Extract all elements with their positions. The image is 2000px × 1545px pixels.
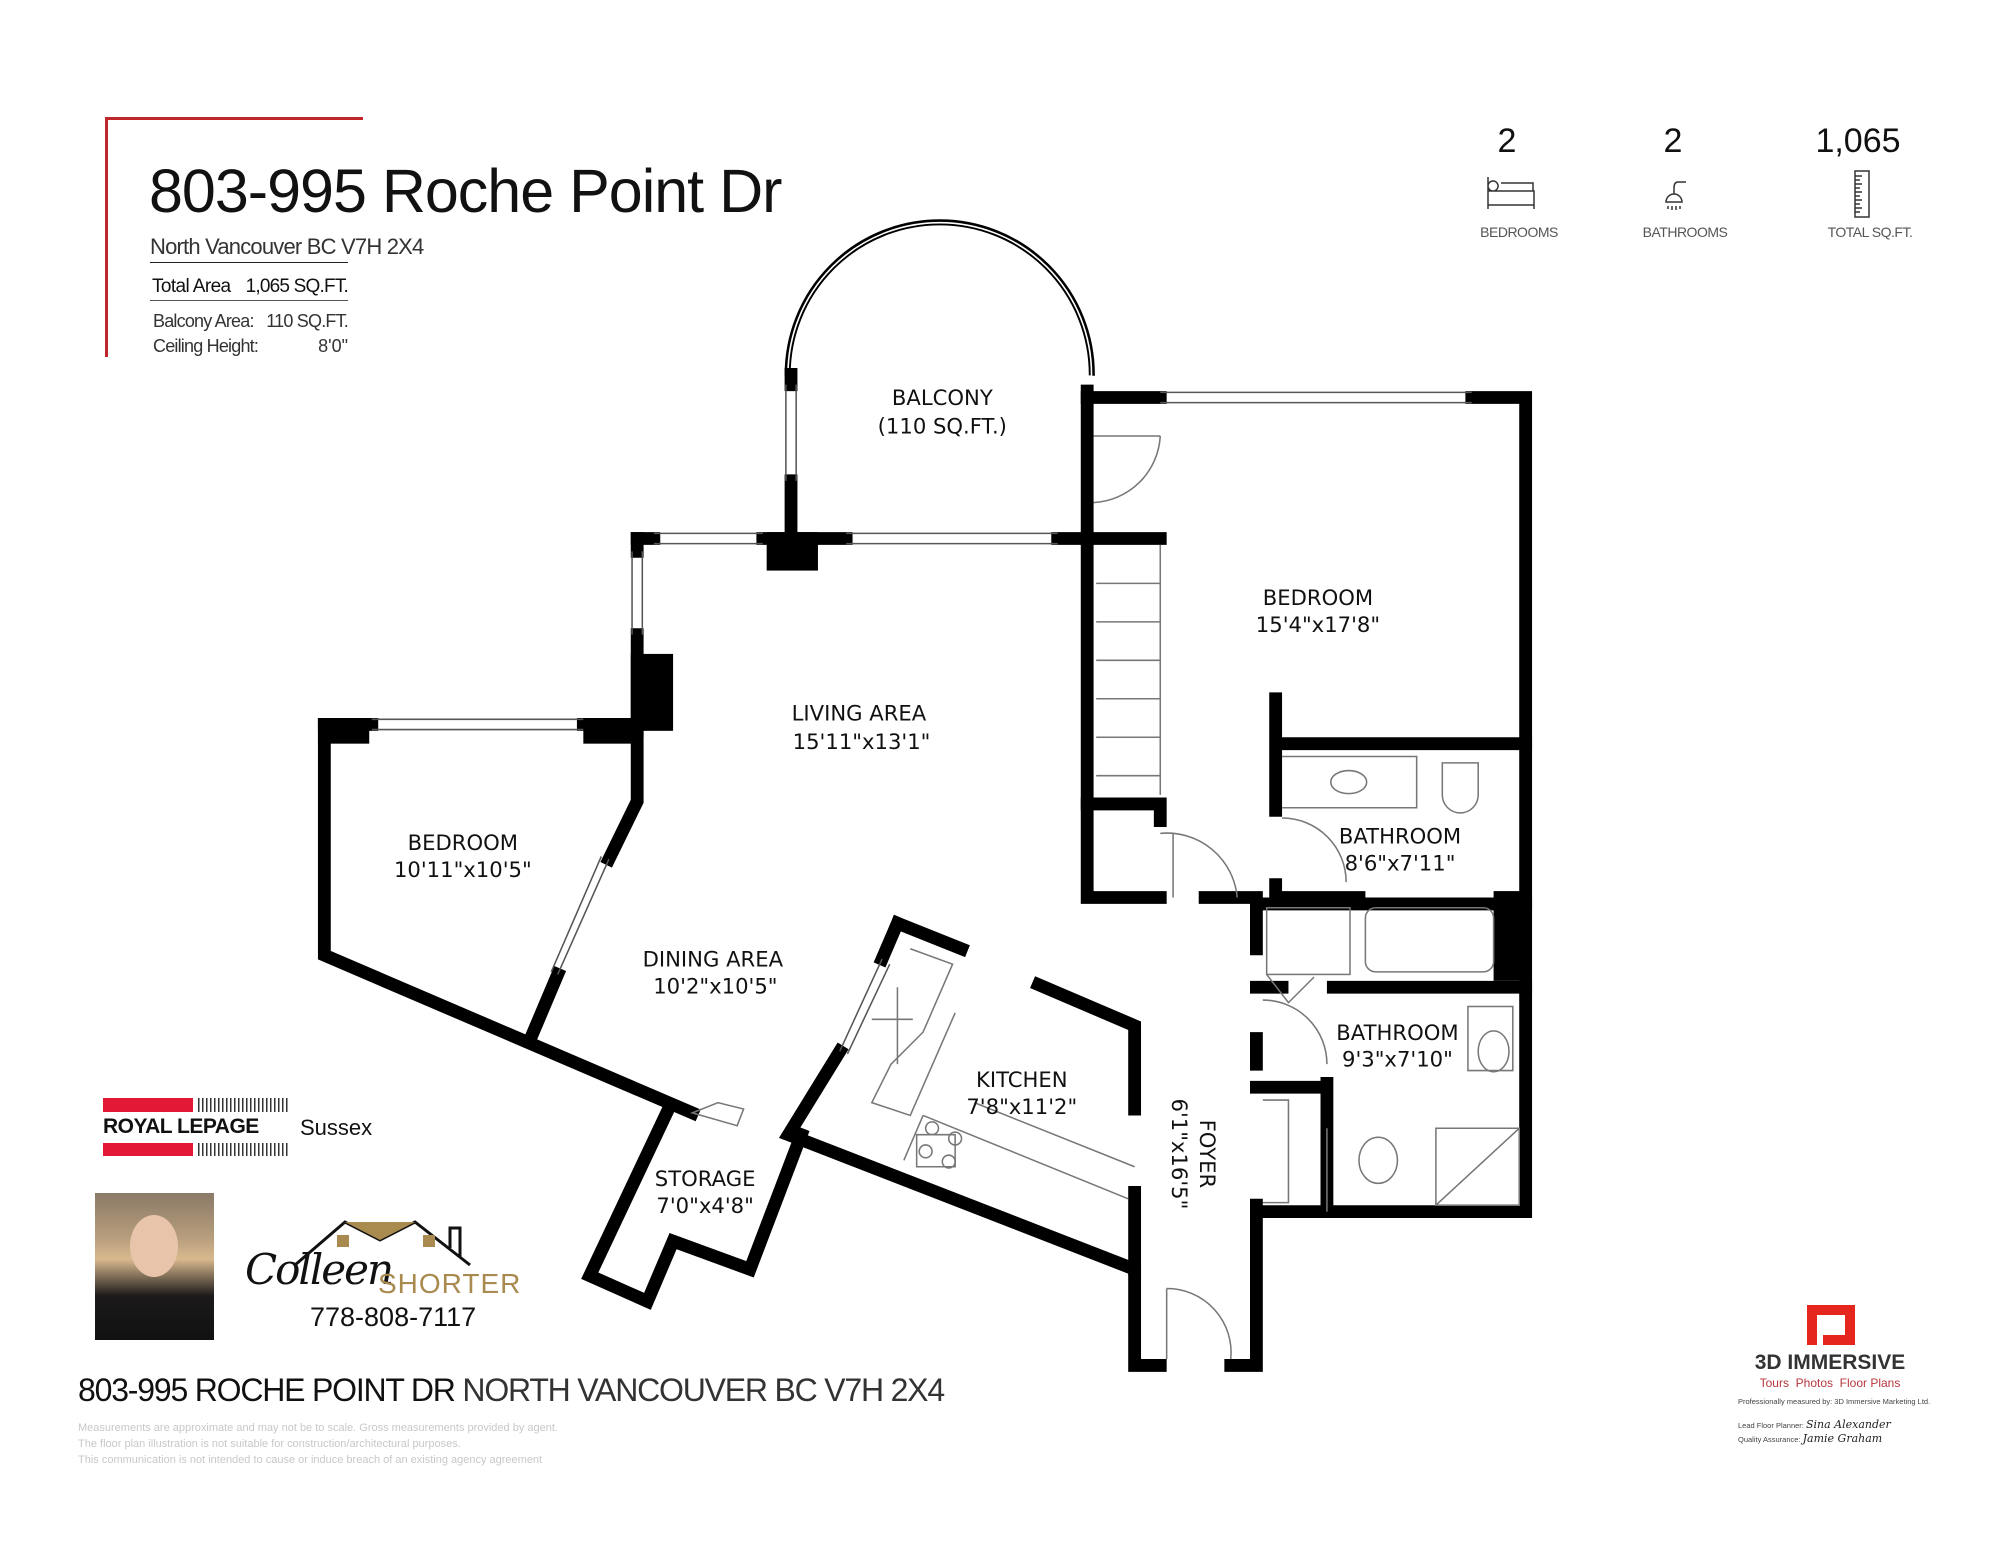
agent-photo bbox=[95, 1193, 214, 1340]
lead-planner: Lead Floor Planner: Sina Alexander bbox=[1738, 1418, 1891, 1431]
lead-planner-label: Lead Floor Planner: bbox=[1738, 1421, 1804, 1430]
lead-planner-signature: Sina Alexander bbox=[1805, 1418, 1891, 1431]
bedrooms-count: 2 bbox=[1497, 122, 1517, 160]
page-title: 803-995 Roche Point Dr bbox=[149, 157, 782, 225]
bedrooms-label: BEDROOMS bbox=[1480, 224, 1558, 240]
bed-icon bbox=[1487, 177, 1535, 209]
subtitle-underline bbox=[150, 262, 348, 263]
room-foyer-size: 6'1"x16'5" bbox=[1167, 1098, 1192, 1209]
agent-last-name: SHORTER bbox=[378, 1268, 522, 1299]
room-foyer-name: FOYER bbox=[1195, 1120, 1220, 1189]
measured-by: Professionally measured by: 3D Immersive… bbox=[1738, 1397, 1931, 1406]
room-kitchen-name: KITCHEN bbox=[976, 1067, 1068, 1092]
room-dining-size: 10'2"x10'5" bbox=[653, 974, 777, 999]
ruler-icon bbox=[1854, 170, 1870, 218]
total-area-value: 1,065 SQ.FT. bbox=[245, 276, 349, 297]
room-storage-size: 7'0"x4'8" bbox=[656, 1193, 753, 1218]
walls bbox=[317, 219, 1533, 1372]
shower-icon bbox=[1665, 181, 1686, 210]
footer-address-street: 803-995 ROCHE POINT DR bbox=[78, 1372, 456, 1408]
room-bedroom-second-size: 10'11"x10'5" bbox=[394, 857, 532, 882]
room-balcony-name: BALCONY bbox=[892, 385, 993, 410]
room-kitchen-size: 7'8"x11'2" bbox=[966, 1094, 1077, 1119]
brokerage-office: Sussex bbox=[300, 1115, 373, 1140]
room-bathroom-main-size: 9'3"x7'10" bbox=[1342, 1047, 1453, 1072]
3d-immersive-logo-mark bbox=[1807, 1305, 1855, 1345]
disclaimer-line: The floor plan illustration is not suita… bbox=[78, 1438, 461, 1450]
total-sqft-label: TOTAL SQ.FT. bbox=[1827, 224, 1913, 240]
total-sqft-count: 1,065 bbox=[1815, 122, 1901, 160]
fixtures bbox=[689, 435, 1520, 1360]
balcony-area-value: 110 SQ.FT. bbox=[266, 311, 349, 331]
disclaimer-line: This communication is not intended to ca… bbox=[78, 1454, 543, 1466]
agent-phone: 778-808-7117 bbox=[310, 1302, 477, 1332]
room-bedroom-main-name: BEDROOM bbox=[1263, 585, 1373, 610]
room-balcony-size: (110 SQ.FT.) bbox=[878, 413, 1007, 438]
agent-first-name: Colleen bbox=[245, 1245, 394, 1294]
agent-house-logo bbox=[294, 1220, 471, 1267]
footer-address-city: NORTH VANCOUVER BC V7H 2X4 bbox=[462, 1372, 945, 1408]
qa-signature: Jamie Graham bbox=[1802, 1432, 1883, 1445]
total-area-underline bbox=[150, 300, 348, 301]
room-living-name: LIVING AREA bbox=[792, 701, 927, 726]
accent-line-left bbox=[105, 117, 108, 357]
room-bathroom-main-name: BATHROOM bbox=[1336, 1020, 1458, 1045]
royal-lepage-logo: ROYAL LEPAGE bbox=[103, 1098, 288, 1158]
room-storage-name: STORAGE bbox=[655, 1166, 756, 1191]
room-bedroom-main-size: 15'4"x17'8" bbox=[1256, 612, 1380, 637]
ceiling-height-value: 8'0" bbox=[318, 336, 348, 356]
bathrooms-label: BATHROOMS bbox=[1642, 224, 1728, 240]
accent-line-top bbox=[105, 117, 363, 120]
room-dining-name: DINING AREA bbox=[643, 947, 784, 972]
measurer-company: 3D IMMERSIVE bbox=[1754, 1351, 1906, 1374]
footer-address: 803-995 ROCHE POINT DR NORTH VANCOUVER B… bbox=[78, 1372, 945, 1409]
subtitle-address: North Vancouver BC V7H 2X4 bbox=[150, 234, 424, 259]
room-living-size: 15'11"x13'1" bbox=[793, 729, 931, 754]
room-bedroom-second-name: BEDROOM bbox=[408, 830, 518, 855]
quality-assurance: Quality Assurance: Jamie Graham bbox=[1738, 1432, 1882, 1445]
room-bathroom-ensuite-size: 8'6"x7'11" bbox=[1345, 851, 1456, 876]
bathrooms-count: 2 bbox=[1663, 122, 1683, 160]
balcony-area-label: Balcony Area: bbox=[153, 311, 254, 331]
measurer-tagline: Tours Photos Floor Plans bbox=[1759, 1376, 1901, 1390]
ceiling-height-label: Ceiling Height: bbox=[153, 336, 259, 356]
total-area-label: Total Area bbox=[152, 276, 231, 297]
windows bbox=[371, 384, 1472, 1055]
qa-label: Quality Assurance: bbox=[1738, 1435, 1801, 1444]
brokerage-name: ROYAL LEPAGE bbox=[103, 1115, 259, 1138]
room-bathroom-ensuite-name: BATHROOM bbox=[1339, 824, 1461, 849]
disclaimer-line: Measurements are approximate and may not… bbox=[78, 1422, 558, 1434]
